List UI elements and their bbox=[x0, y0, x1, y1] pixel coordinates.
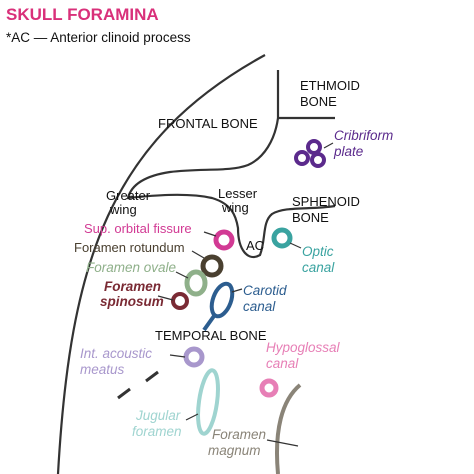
magnum-leader-line bbox=[266, 439, 299, 447]
optic-canal-foramen bbox=[271, 227, 293, 249]
foramen-ovale-foramen bbox=[184, 269, 208, 297]
foramen-spinosum-foramen bbox=[171, 292, 189, 310]
carotid-canal-label-line2: canal bbox=[243, 299, 276, 314]
foramen-ovale-label: Foramen ovale bbox=[86, 260, 176, 275]
optic-leader-line bbox=[289, 242, 302, 249]
sup-orbital-fissure-label: Sup. orbital fissure bbox=[84, 221, 192, 236]
frontal-bone-label: FRONTAL BONE bbox=[158, 116, 258, 131]
internal-acoustic-label-line2: meatus bbox=[80, 362, 125, 377]
carotid-canal-foramen bbox=[202, 281, 235, 332]
anterior-clinoid-label: AC bbox=[246, 238, 264, 253]
internal-acoustic-meatus-foramen bbox=[183, 346, 205, 368]
carotid-leader-line bbox=[231, 288, 243, 293]
petrous-dash-lower bbox=[117, 387, 131, 400]
optic-canal-label-line1: Optic bbox=[302, 244, 334, 259]
foramen-magnum-label-line2: magnum bbox=[208, 443, 261, 458]
cribriform-label-line1: Cribriform bbox=[334, 128, 393, 143]
hypoglossal-canal-label-line1: Hypoglossal bbox=[266, 340, 341, 355]
hypoglossal-canal-foramen bbox=[259, 378, 279, 398]
internal-acoustic-label-line1: Int. acoustic bbox=[80, 346, 152, 361]
acoustic-leader-line bbox=[169, 354, 186, 358]
sup-orbital-leader-line bbox=[203, 231, 217, 237]
cribriform-label-line2: plate bbox=[333, 144, 363, 159]
temporal-bone-label: TEMPORAL BONE bbox=[155, 328, 267, 343]
optic-canal-label-line2: canal bbox=[302, 260, 335, 275]
greater-wing-label-line2: wing bbox=[109, 202, 137, 217]
jugular-leader-line bbox=[185, 413, 199, 421]
lesser-wing-label-line1: Lesser bbox=[218, 186, 258, 201]
foramen-spinosum-label-line1: Foramen bbox=[104, 279, 161, 294]
sup-orbital-fissure-foramen bbox=[213, 229, 235, 251]
sphenoid-bone-label-line1: SPHENOID bbox=[292, 194, 360, 209]
sphenoid-bone-label-line2: BONE bbox=[292, 210, 329, 225]
rotundum-leader-line bbox=[191, 250, 205, 259]
jugular-foramen-label-line1: Jugular bbox=[135, 408, 181, 423]
cribriform-plate-foramen bbox=[294, 139, 326, 168]
skull-inner-outline bbox=[126, 70, 336, 258]
foramen-magnum-label-line1: Foramen bbox=[212, 427, 266, 442]
jugular-foramen-label-line2: foramen bbox=[132, 424, 182, 439]
carotid-canal-label-line1: Carotid bbox=[243, 283, 287, 298]
ethmoid-bone-label-line1: ETHMOID bbox=[300, 78, 360, 93]
diagram-subtitle: *AC — Anterior clinoid process bbox=[6, 30, 191, 45]
cribriform-leader-line bbox=[323, 142, 334, 149]
petrous-dash-upper bbox=[145, 370, 159, 383]
foramen-spinosum-label-line2: spinosum bbox=[100, 294, 164, 309]
foramen-rotundum-label: Foramen rotundum bbox=[74, 240, 185, 255]
greater-wing-label-line1: Greater bbox=[106, 188, 151, 203]
diagram-title: SKULL FORAMINA bbox=[6, 5, 159, 24]
foramen-magnum-arc bbox=[275, 383, 302, 474]
ovale-leader-line bbox=[175, 271, 189, 279]
ethmoid-bone-label-line2: BONE bbox=[300, 94, 337, 109]
foramen-rotundum-foramen bbox=[200, 254, 224, 278]
spinosum-leader-line bbox=[157, 295, 174, 301]
jugular-foramen bbox=[196, 368, 220, 436]
lesser-wing-label-line2: wing bbox=[221, 200, 249, 215]
hypoglossal-canal-label-line2: canal bbox=[266, 356, 299, 371]
skull-outer-outline bbox=[56, 54, 266, 474]
